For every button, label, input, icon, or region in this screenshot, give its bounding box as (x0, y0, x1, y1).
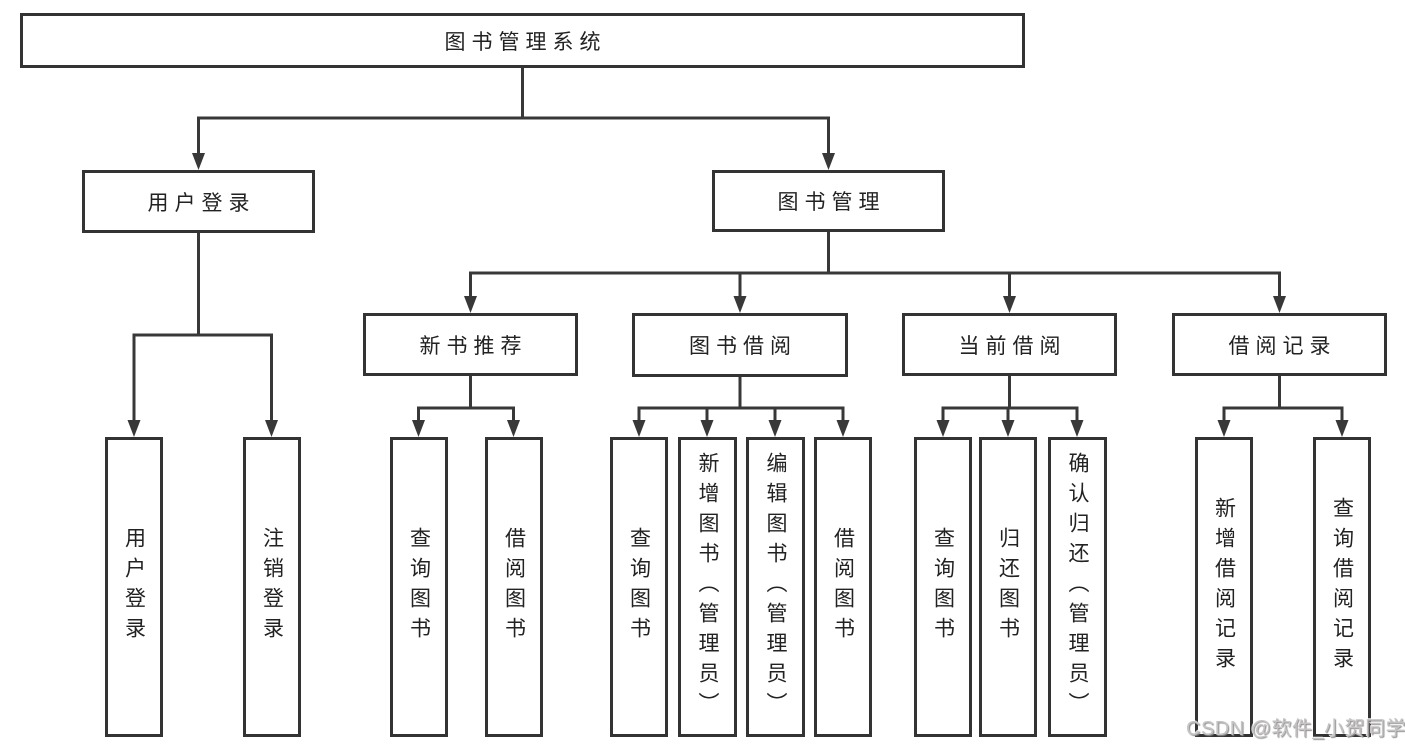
node-query-books-current: 查询图书 (914, 437, 972, 737)
connector-new-book-recommendation-to-children (412, 376, 520, 437)
connector-user-login-to-children (127, 233, 278, 437)
node-user-login-leaf: 用户登录 (105, 437, 163, 737)
node-label: 借阅图书 (502, 527, 526, 647)
connector-book-borrowing-to-children (632, 376, 850, 437)
node-library-system: 图书管理系统 (20, 13, 1025, 68)
node-label: 新增借阅记录 (1212, 497, 1236, 677)
node-label: 用户登录 (122, 527, 146, 647)
node-borrow-books-leaf: 借阅图书 (814, 437, 872, 737)
node-new-book-recommendation: 新书推荐 (363, 313, 578, 376)
node-label: 新增图书（管理员） (696, 452, 719, 722)
node-query-books-recommend: 查询图书 (390, 437, 448, 737)
node-book-management: 图书管理 (712, 170, 945, 232)
node-confirm-return-admin: 确认归还（管理员） (1048, 437, 1107, 737)
node-current-borrowing: 当前借阅 (902, 313, 1117, 376)
node-query-borrow-record: 查询借阅记录 (1313, 437, 1371, 737)
node-label: 查询图书 (627, 527, 651, 647)
node-label: 归还图书 (996, 527, 1020, 647)
csdn-watermark: CSDN @软件_小贺同学 (1186, 718, 1405, 740)
node-add-borrow-record: 新增借阅记录 (1195, 437, 1253, 737)
node-label: 注销登录 (260, 527, 284, 647)
node-edit-book-admin: 编辑图书（管理员） (746, 437, 805, 737)
node-label: 查询借阅记录 (1330, 497, 1354, 677)
node-label: 借阅图书 (831, 527, 855, 647)
node-return-book: 归还图书 (979, 437, 1037, 737)
node-add-book-admin: 新增图书（管理员） (678, 437, 737, 737)
connector-borrowing-records-to-children (1217, 376, 1349, 437)
node-label: 查询图书 (407, 527, 431, 647)
connector-current-borrowing-to-children (936, 376, 1084, 437)
connector-root-to-level2 (192, 68, 835, 170)
node-label: 编辑图书（管理员） (764, 452, 787, 722)
node-borrow-books-recommend: 借阅图书 (485, 437, 543, 737)
node-label: 查询图书 (931, 527, 955, 647)
node-book-borrowing: 图书借阅 (632, 313, 848, 377)
connector-book-management-to-level3 (464, 232, 1286, 313)
node-borrowing-records: 借阅记录 (1172, 313, 1387, 376)
node-logout: 注销登录 (243, 437, 301, 737)
node-user-login: 用户登录 (82, 170, 315, 233)
node-query-books-borrow: 查询图书 (610, 437, 668, 737)
node-label: 确认归还（管理员） (1066, 452, 1089, 722)
